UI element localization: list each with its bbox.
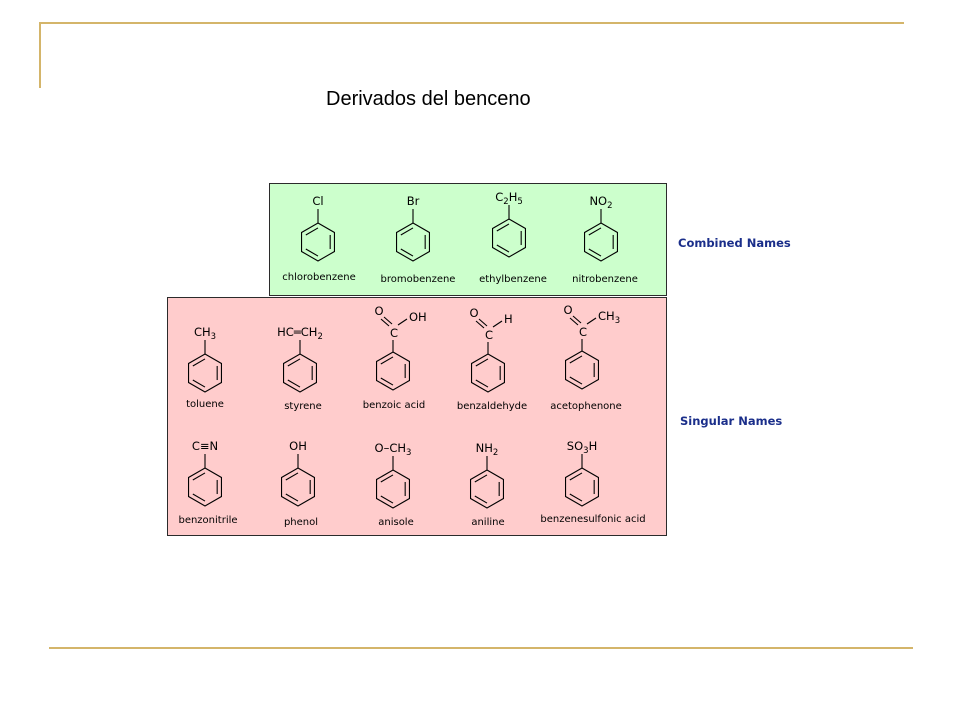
double-bond — [496, 223, 510, 232]
double-bond — [192, 472, 206, 481]
double-bond — [192, 379, 206, 388]
substituent-formula: CH3 — [194, 325, 216, 342]
double-bond — [380, 377, 394, 386]
molecule-benzoic-acid: CO OH benzoic acid — [363, 304, 427, 411]
substituent-formula: C — [390, 326, 398, 340]
double-bond — [192, 493, 206, 502]
double-bond — [285, 472, 299, 481]
benzene-ring — [187, 467, 223, 507]
benzene-ring — [470, 353, 506, 393]
molecule-name-label: nitrobenzene — [572, 274, 638, 285]
molecule-name-label: benzaldehyde — [457, 401, 527, 412]
benzene-ring — [375, 469, 411, 509]
molecule-name-label: chlorobenzene — [282, 272, 355, 283]
molecule-acetophenone: CO CH3 acetophenone — [550, 303, 622, 412]
molecule-name-label: toluene — [186, 399, 224, 410]
molecule-name-label: phenol — [284, 517, 318, 528]
molecule-name-label: benzonitrile — [178, 515, 237, 526]
molecule-bromobenzene: Br bromobenzene — [381, 194, 456, 285]
substituent-formula: C2H5 — [495, 190, 523, 207]
molecule-styrene: HC═CH2 styrene — [277, 325, 323, 412]
double-bond — [305, 248, 319, 257]
benzene-ring — [187, 353, 223, 393]
double-bond — [569, 376, 583, 385]
double-bond — [287, 379, 301, 388]
molecule-name-label: ethylbenzene — [479, 274, 547, 285]
molecule-name-label: acetophenone — [550, 401, 622, 412]
substituent-formula: O — [374, 304, 383, 318]
double-bond — [380, 495, 394, 504]
top-horizontal-rule — [40, 22, 904, 24]
substituent-formula: C — [579, 325, 587, 339]
singular-names-panel — [167, 297, 667, 536]
double-bond — [569, 493, 583, 502]
benzene-ring — [280, 467, 316, 507]
double-bond — [474, 495, 488, 504]
benzene-ring — [491, 218, 527, 258]
molecule-toluene: CH3 toluene — [186, 325, 224, 410]
combined-names-label: Combined Names — [678, 236, 791, 250]
double-bond — [588, 227, 602, 236]
double-bond — [192, 358, 206, 367]
singular-names-label: Singular Names — [680, 414, 783, 428]
bottom-horizontal-rule — [49, 647, 913, 649]
molecule-chlorobenzene: Cl chlorobenzene — [282, 194, 355, 283]
combined-names-panel — [269, 183, 667, 296]
substituent-formula: Br — [407, 194, 420, 208]
molecule-name-label: benzenesulfonic acid — [540, 514, 645, 525]
benzene-ring — [375, 351, 411, 391]
double-bond — [588, 248, 602, 257]
benzene-ring — [395, 222, 431, 262]
substituent-formula: O — [469, 306, 478, 320]
double-bond — [400, 248, 414, 257]
double-bond — [569, 472, 583, 481]
molecule-nitrobenzene: NO2 nitrobenzene — [572, 194, 638, 285]
benzene-ring — [564, 467, 600, 507]
molecule-phenol: OH phenol — [280, 439, 318, 528]
benzene-ring — [469, 469, 505, 509]
molecule-ethylbenzene: C2H5 ethylbenzene — [479, 190, 547, 285]
substituent-formula: O–CH3 — [375, 441, 412, 458]
left-vertical-rule — [39, 22, 41, 88]
molecule-benzenesulfonic-acid: SO3H benzenesulfonic acid — [540, 439, 645, 525]
double-bond — [475, 379, 489, 388]
double-bond — [474, 474, 488, 483]
molecule-name-label: styrene — [284, 401, 322, 412]
substituent-formula: CH3 — [598, 309, 620, 326]
double-bond — [475, 358, 489, 367]
substituent-formula: Cl — [312, 194, 323, 208]
molecule-aniline: NH2 aniline — [469, 441, 505, 528]
benzene-ring — [300, 222, 336, 262]
double-bond — [400, 227, 414, 236]
double-bond — [305, 227, 319, 236]
molecule-name-label: benzoic acid — [363, 400, 425, 411]
slide-title: Derivados del benceno — [326, 88, 531, 110]
double-bond — [287, 358, 301, 367]
molecule-benzonitrile: C≡N benzonitrile — [178, 439, 237, 526]
substituent-formula: SO3H — [567, 439, 597, 456]
double-bond — [285, 493, 299, 502]
benzene-ring — [564, 350, 600, 390]
substituent-formula: NH2 — [476, 441, 499, 458]
substituent-formula: H — [504, 312, 513, 326]
double-bond — [569, 355, 583, 364]
double-bond — [380, 474, 394, 483]
substituent-formula: OH — [289, 439, 307, 453]
double-bond — [380, 356, 394, 365]
benzene-ring — [282, 353, 318, 393]
molecule-name-label: anisole — [378, 517, 414, 528]
molecule-name-label: bromobenzene — [381, 274, 456, 285]
substituent-formula: C — [485, 328, 493, 342]
substituent-formula: OH — [409, 310, 427, 324]
substituent-formula: HC═CH2 — [277, 325, 323, 342]
molecule-name-label: aniline — [471, 517, 504, 528]
double-bond — [496, 244, 510, 253]
molecule-anisole: O–CH3 anisole — [375, 441, 414, 528]
substituent-formula: NO2 — [589, 194, 612, 211]
substituent-formula: O — [563, 303, 572, 317]
substituent-formula: C≡N — [192, 439, 218, 453]
benzene-ring — [583, 222, 619, 262]
